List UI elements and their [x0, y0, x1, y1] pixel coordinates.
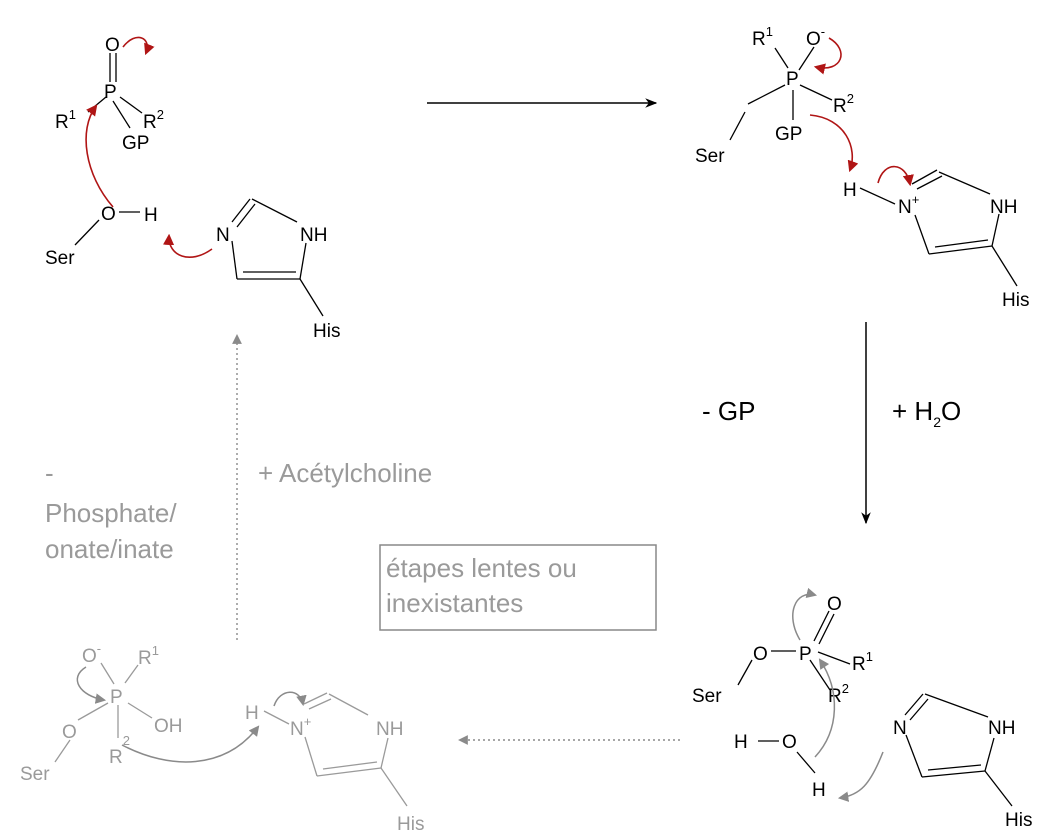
electron-arrow-oxyanion-reform [813, 37, 842, 75]
plus-water-label: + H2O [892, 396, 961, 430]
plus-acetylcholine-label: + Acétylcholine [258, 458, 432, 488]
histidine-label: His [397, 814, 424, 834]
oxyanion: O- [82, 641, 101, 667]
serine-label: Ser [695, 146, 725, 167]
oxygen-atom: O [105, 35, 120, 56]
r1-group: R1 [752, 24, 773, 50]
histidine-nitrogen: N [893, 718, 907, 739]
r1-group: R1 [138, 643, 159, 669]
release-label-line1: Phosphate/ [45, 498, 177, 528]
water-hydrogen: H [734, 732, 748, 753]
serine-label: Ser [20, 764, 50, 785]
histidine-label: His [313, 321, 340, 342]
slow-steps-line1: étapes lentes ou [386, 553, 577, 583]
histidine-nh: NH [990, 197, 1017, 218]
histidine-proton: H [245, 703, 259, 724]
hydroxyl-group: OH [154, 716, 183, 737]
slow-steps-box [379, 544, 657, 631]
electron-arrow-oh-attack [85, 104, 114, 208]
r1-group: R1 [852, 649, 873, 675]
r2-group: R2 [833, 91, 854, 117]
panel-3-phosphorylated-serine-hydrolysis: O O P R1 R2 Ser H O H N NH His [692, 587, 1032, 831]
phosphorus-atom: P [786, 69, 799, 90]
phosphorus-atom: P [110, 687, 123, 708]
histidine-nitrogen-plus: N+ [290, 714, 311, 740]
electron-arrow-serine-release [121, 725, 260, 763]
gp-leaving-group: GP [122, 133, 149, 154]
gp-leaving-group: GP [775, 124, 802, 145]
serine-label: Ser [692, 686, 722, 707]
r2-group: R2 [828, 681, 849, 707]
histidine-label: His [1002, 290, 1029, 311]
histidine-nh: NH [300, 225, 327, 246]
phosphorus-atom: P [104, 82, 117, 103]
release-label-line2: onate/inate [45, 534, 174, 564]
electron-arrow-water-attack [814, 658, 836, 758]
electron-arrow-gp-departure [809, 114, 859, 173]
histidine-nh: NH [988, 718, 1015, 739]
electron-arrow-oxyanion-reform [76, 666, 107, 704]
electron-arrow-nh-bond [273, 691, 307, 707]
oxyanion: O- [806, 24, 825, 50]
r1-group: R1 [55, 107, 76, 133]
serine-oxygen: O [753, 644, 768, 665]
minus-gp-label: - GP [702, 396, 755, 426]
serine-oxygen: O [101, 204, 116, 225]
r2-group: R2 [143, 107, 164, 133]
panel-1-organophosphate-approach: O P R1 R2 GP O H Ser N NH His [45, 35, 340, 342]
oxygen-atom: O [827, 594, 842, 615]
serine-label: Ser [45, 248, 75, 269]
water-oxygen: O [782, 732, 797, 753]
electron-arrow-nh-bond [877, 165, 914, 187]
histidine-nitrogen: N [216, 225, 230, 246]
serine-hydrogen: H [144, 205, 158, 226]
histidine-nh: NH [376, 719, 403, 740]
histidine-proton: H [843, 180, 857, 201]
electron-arrow-his-base [837, 751, 884, 802]
electron-arrow-po [122, 36, 155, 56]
r2-group: R2 [109, 733, 130, 768]
slow-steps-line2: inexistantes [386, 588, 523, 618]
water-hydrogen-2: H [812, 780, 826, 801]
electron-arrow-po-bond [792, 587, 818, 641]
panel-2-tetrahedral-intermediate: R1 O- P R2 GP Ser H N+ NH His [695, 24, 1029, 311]
electron-arrow-his-deprotonation [162, 233, 213, 258]
histidine-nitrogen-plus: N+ [898, 192, 919, 218]
serine-oxygen: O [62, 722, 77, 743]
panel-4-hydrolyzed-intermediate: O- R1 P OH O R2 Ser H N+ NH His [20, 641, 424, 835]
histidine-label: His [1005, 810, 1032, 831]
phosphorus-atom: P [799, 644, 812, 665]
release-dash: - [45, 458, 54, 488]
